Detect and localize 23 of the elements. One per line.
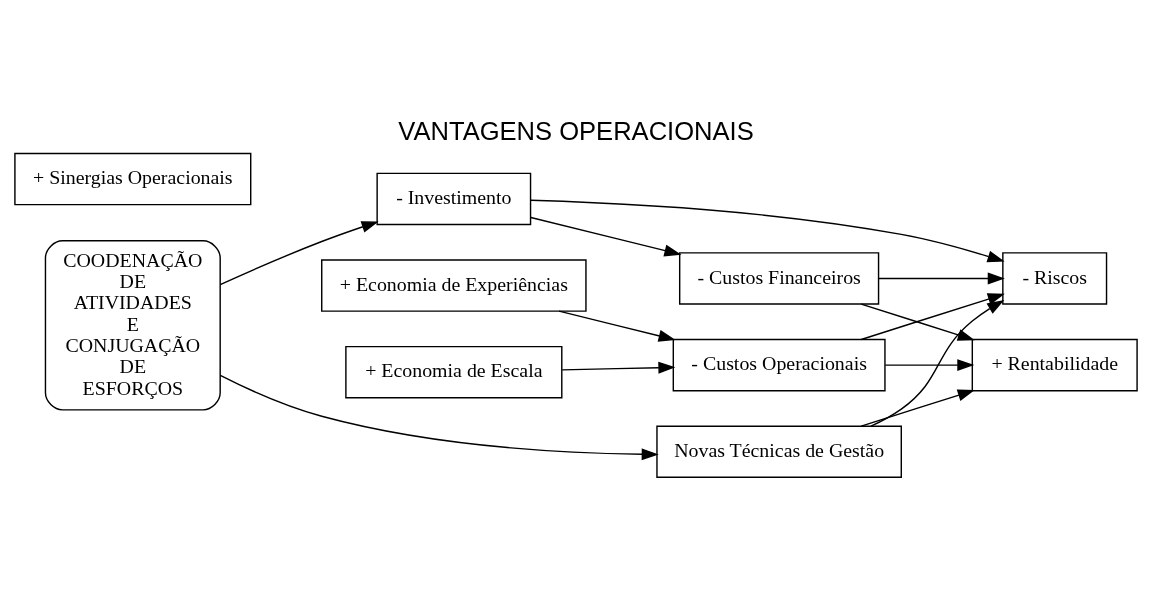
arrow — [561, 361, 676, 374]
node-box: + Sinergias Operacionais — [14, 152, 252, 206]
node-box: - Custos Financeiros — [679, 252, 880, 305]
node-box: - Custos Operacionais — [672, 338, 886, 392]
node-box: Novas Técnicas de Gestão — [656, 425, 902, 479]
node-box: - Riscos — [1002, 252, 1108, 305]
arrow — [860, 293, 1005, 341]
arrow — [219, 221, 379, 286]
arrow — [884, 359, 975, 372]
node-box: + Rentabilidade — [971, 338, 1138, 392]
arrow — [870, 300, 1005, 427]
arrow — [530, 199, 1005, 263]
arrow — [860, 303, 975, 341]
node-box: - Investimento — [376, 172, 532, 226]
arrow — [219, 374, 659, 461]
node-box: + Economia de Escala — [345, 345, 563, 399]
arrow — [530, 216, 682, 257]
arrow — [860, 389, 975, 427]
node-box: + Economia de Experiências — [321, 259, 587, 312]
diagram-title: VANTAGENS OPERACIONAIS — [398, 116, 754, 145]
arrow — [877, 272, 1005, 285]
node-box: COODENAÇÃO DE ATIVIDADES E CONJUGAÇÃO DE ESFORÇOS — [44, 240, 221, 411]
arrow — [558, 310, 676, 342]
